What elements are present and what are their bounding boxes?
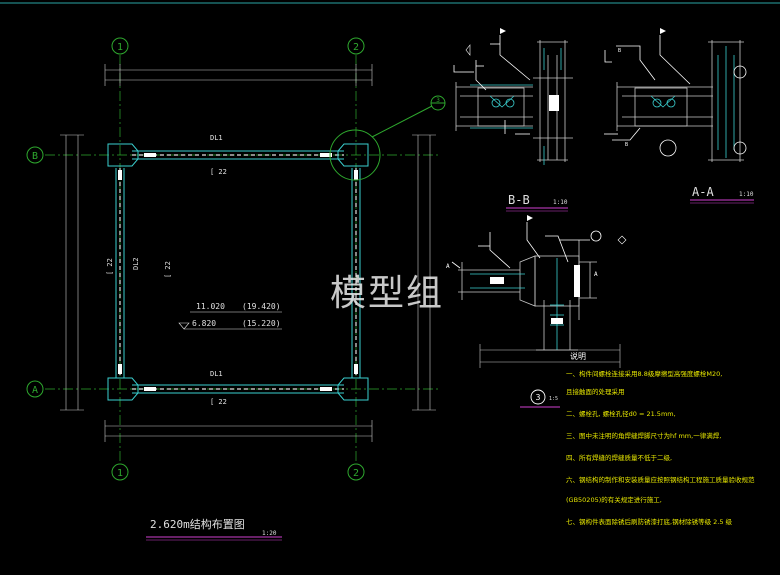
- elevation-1-alt: (19.420): [242, 302, 281, 311]
- section-a-a-scale: 1:10: [739, 191, 754, 198]
- channel-label-bottom: [ 22: [210, 398, 227, 406]
- channel-label-inner: [ 22: [164, 261, 172, 278]
- detail-callout-number: 3: [436, 97, 440, 104]
- svg-text:A: A: [594, 271, 598, 278]
- axis-bubble-left-b: [26, 146, 44, 164]
- axis-label-left-b: B: [32, 151, 38, 162]
- elevation-1: 11.020: [196, 302, 225, 311]
- note-line: 且接触面的处理采用: [566, 388, 625, 396]
- watermark: 模型组: [330, 273, 445, 314]
- note-line: 四、所有焊缝的焊缝质量不低于二级,: [566, 454, 673, 462]
- axis-bubble-bottom-2: [347, 463, 365, 481]
- steel-frame: [115, 150, 361, 394]
- channel-label-left: [ 22: [106, 258, 114, 275]
- note-line: (GB50205)的有关规定进行施工,: [566, 496, 662, 504]
- column-plates: [107, 143, 369, 401]
- section-b-b-scale: 1:10: [553, 199, 568, 206]
- section-b-b: B-B 1:10: [506, 193, 568, 212]
- section-b-b-title: B-B: [508, 193, 530, 207]
- plan-scale: 1:20: [262, 530, 277, 537]
- axis-bubble-top-2: [347, 37, 365, 55]
- detail-3-number: 3: [536, 393, 541, 402]
- note-line: 七、钢构件表面除锈后刷防锈漆打底,钢材除锈等级 2.5 级: [566, 518, 733, 526]
- channel-label-top: [ 22: [210, 168, 227, 176]
- beam-label-left: DL2: [132, 257, 140, 270]
- note-line: 三、图中未注明的角焊缝焊脚尺寸为hf mm,一律满焊,: [566, 432, 722, 440]
- svg-text:A: A: [446, 263, 450, 270]
- detail-3-bubble: [530, 389, 546, 405]
- elevation-2-alt: (15.220): [242, 319, 281, 328]
- note-line: 一、构件间螺栓连接采用8.8级摩擦型高强度螺栓M20,: [566, 370, 723, 378]
- beam-label-bottom: DL1: [210, 370, 223, 378]
- axis-bubble-top-1: [111, 37, 129, 55]
- axis-label-top-1: 1: [117, 42, 123, 53]
- beam-label-top: DL1: [210, 134, 223, 142]
- note-line: 二、螺栓孔, 螺栓孔径d0 = 21.5mm,: [566, 410, 676, 418]
- axis-label-top-2: 2: [353, 42, 359, 53]
- notes-title: 说明: [570, 352, 586, 361]
- detail-3-scale: 1:5: [549, 396, 558, 402]
- axis-label-bottom-2: 2: [353, 468, 359, 479]
- svg-text:B: B: [625, 142, 628, 148]
- section-a-a: B B A-A 1:10: [604, 28, 754, 204]
- detail-callout: [329, 95, 446, 181]
- dimension-lines: [60, 64, 436, 442]
- svg-text:B: B: [618, 48, 621, 54]
- axis-bubble-left-a: [26, 380, 44, 398]
- connection-detail-left: [453, 28, 573, 165]
- section-a-a-title: A-A: [692, 185, 714, 199]
- note-line: 六、钢结构的制作和安装质量应按照钢结构工程施工质量验收规范: [566, 476, 755, 484]
- axis-bubble-bottom-1: [111, 463, 129, 481]
- detail-3: A A 3 1:5: [446, 215, 627, 408]
- plan-title: 2.620m结构布置图: [150, 517, 245, 531]
- plan-view: 1 2 1 2 B A: [26, 37, 446, 541]
- axis-grid: [45, 55, 440, 462]
- axis-label-bottom-1: 1: [117, 468, 123, 479]
- elevation-2: 6.820: [192, 319, 216, 328]
- axis-label-left-a: A: [32, 385, 38, 396]
